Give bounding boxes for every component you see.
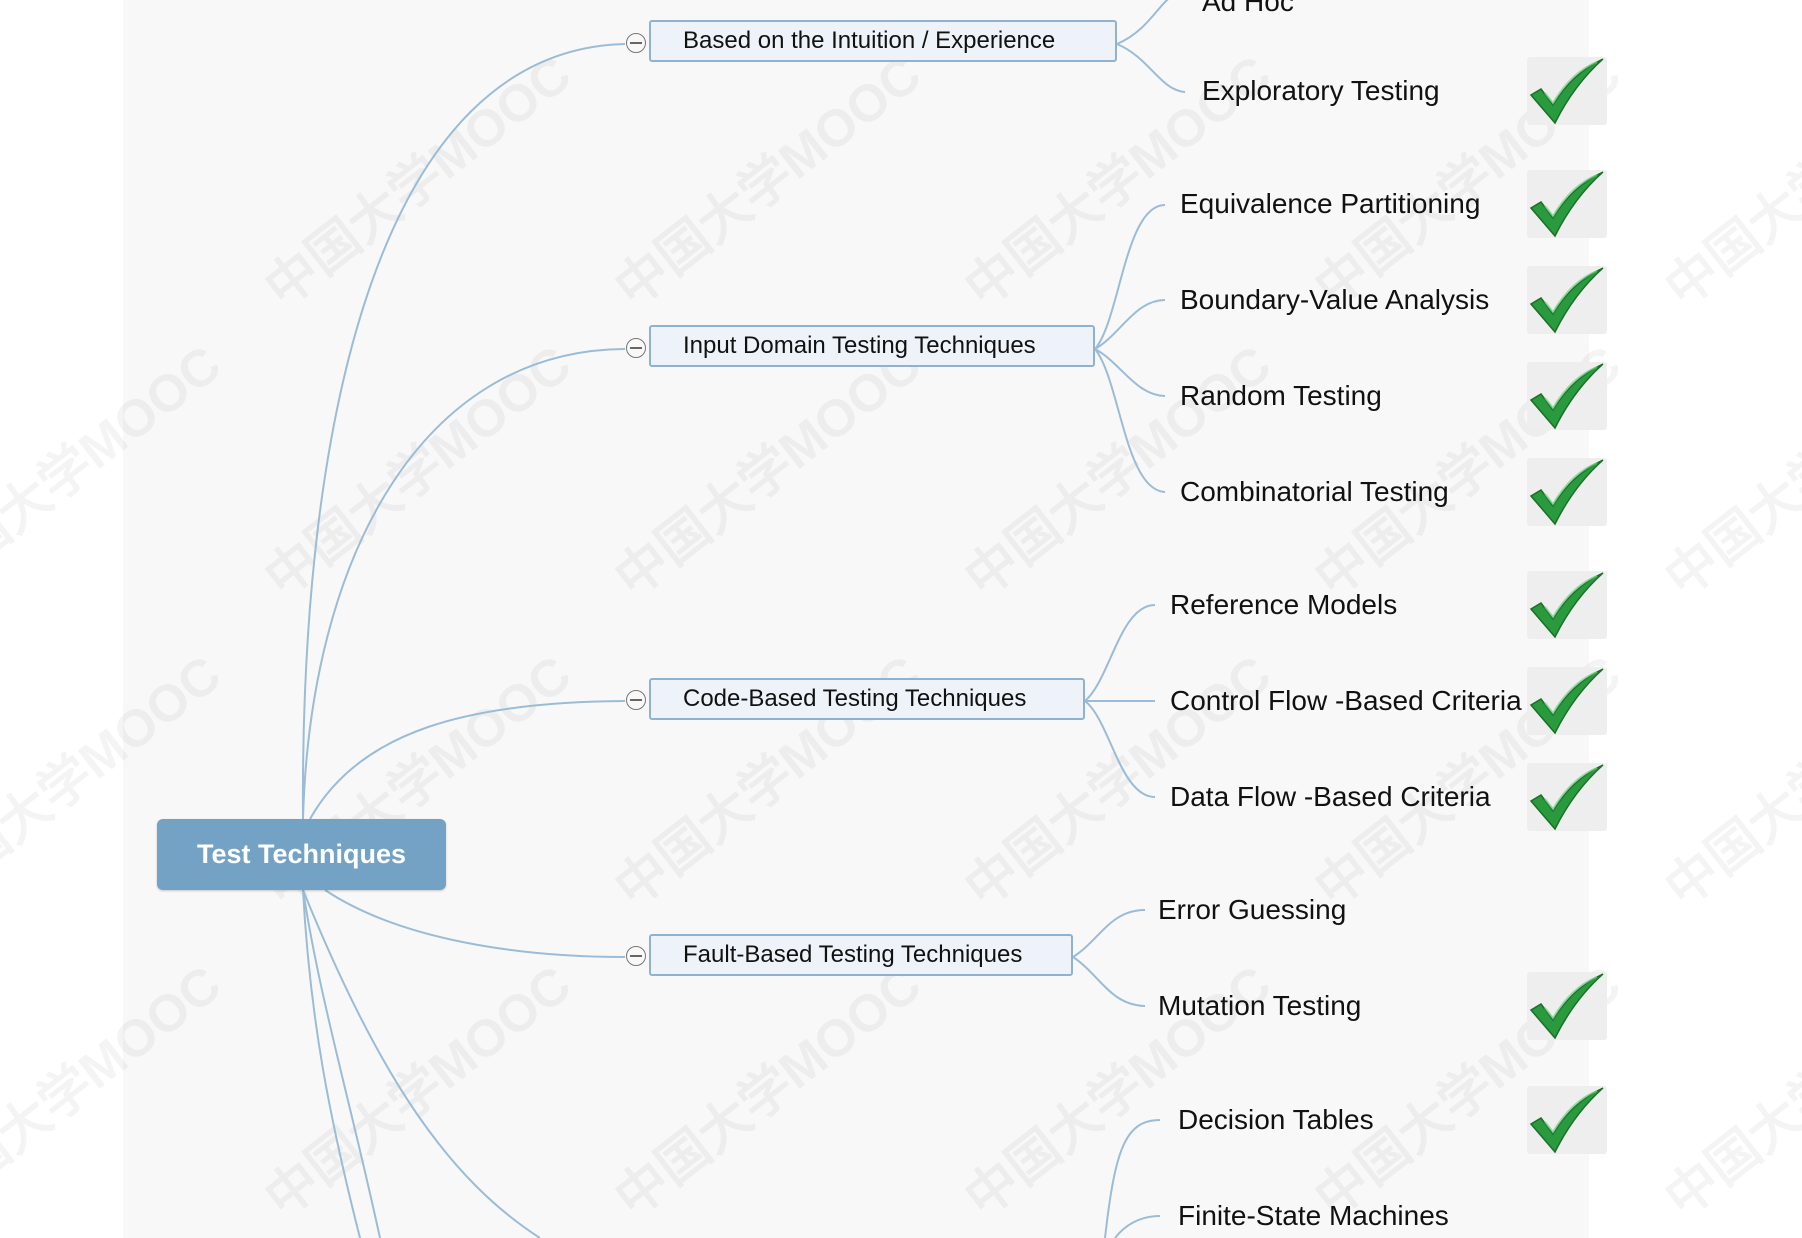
collapse-icon[interactable] xyxy=(626,33,646,53)
leaf-finite-state-machines[interactable]: Finite-State Machines xyxy=(1178,1200,1449,1231)
checkmark-icon xyxy=(1527,1086,1607,1154)
leaf-mutation-testing[interactable]: Mutation Testing xyxy=(1158,990,1362,1021)
checkmark-icon xyxy=(1527,458,1607,526)
branch-node-intuition[interactable]: Based on the Intuition / Experience xyxy=(649,20,1117,62)
branch-label: Fault-Based Testing Techniques xyxy=(683,941,1023,968)
checkmark-icon xyxy=(1527,667,1607,735)
root-label: Test Techniques xyxy=(196,839,407,869)
leaf-boundary-value-analysis[interactable]: Boundary-Value Analysis xyxy=(1180,284,1490,315)
leaf-equivalence-partitioning[interactable]: Equivalence Partitioning xyxy=(1180,188,1481,219)
branch-node-code-based[interactable]: Code-Based Testing Techniques xyxy=(649,678,1085,720)
branch-label: Based on the Intuition / Experience xyxy=(683,27,1056,54)
leaf-decision-tables[interactable]: Decision Tables xyxy=(1178,1104,1374,1135)
leaf-data-flow-criteria[interactable]: Data Flow -Based Criteria xyxy=(1170,781,1491,812)
checkmark-icon xyxy=(1527,266,1607,334)
leaf-ad-hoc[interactable]: Ad Hoc xyxy=(1202,0,1294,17)
leaf-random-testing[interactable]: Random Testing xyxy=(1180,380,1382,411)
collapse-icon[interactable] xyxy=(626,338,646,358)
leaf-error-guessing[interactable]: Error Guessing xyxy=(1158,894,1347,925)
leaf-combinatorial-testing[interactable]: Combinatorial Testing xyxy=(1180,476,1449,507)
branch-node-fault-based[interactable]: Fault-Based Testing Techniques xyxy=(649,934,1073,976)
checkmark-icon xyxy=(1527,763,1607,831)
root-node[interactable]: Test Techniques xyxy=(157,819,446,890)
checkmark-icon xyxy=(1527,362,1607,430)
branch-label: Input Domain Testing Techniques xyxy=(683,332,1036,359)
checkmark-icon xyxy=(1527,57,1607,125)
collapse-icon[interactable] xyxy=(626,690,646,710)
checkmark-icon xyxy=(1527,571,1607,639)
checkmark-icon xyxy=(1527,170,1607,238)
leaf-control-flow-criteria[interactable]: Control Flow -Based Criteria xyxy=(1170,685,1522,716)
checkmark-icon xyxy=(1527,972,1607,1040)
branch-node-input-domain[interactable]: Input Domain Testing Techniques xyxy=(649,325,1095,367)
branch-label: Code-Based Testing Techniques xyxy=(683,685,1027,712)
leaf-reference-models[interactable]: Reference Models xyxy=(1170,589,1398,620)
collapse-icon[interactable] xyxy=(626,946,646,966)
leaf-exploratory-testing[interactable]: Exploratory Testing xyxy=(1202,75,1440,106)
